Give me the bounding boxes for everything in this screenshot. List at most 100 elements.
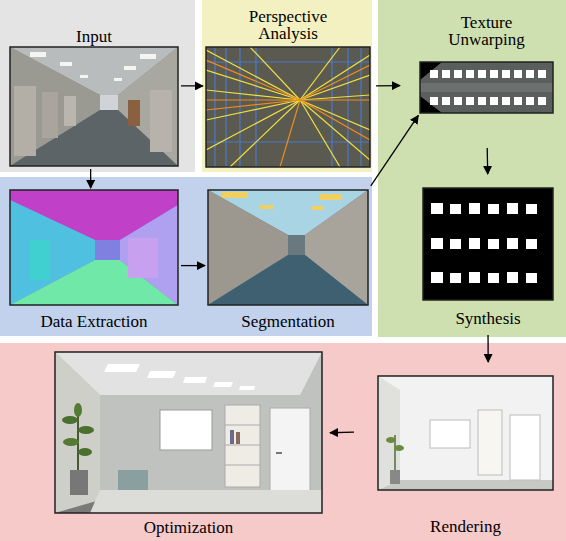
image-slot <box>423 188 553 300</box>
flow-arrow <box>371 115 419 185</box>
synthesis-mask-part <box>526 273 537 283</box>
perspective-lines-part-part <box>230 100 300 167</box>
synthesis-mask-part <box>526 239 537 249</box>
perspective-lines-part-part <box>300 75 370 100</box>
flow-arrow <box>487 335 488 362</box>
normal-map-part <box>10 190 178 305</box>
unwarped-texture-part <box>526 97 534 105</box>
unwarped-texture-part <box>490 97 498 105</box>
input-photo-part <box>124 66 136 70</box>
input-photo-part <box>80 75 88 78</box>
stage-label: Rendering <box>430 518 501 535</box>
rendered-room <box>378 376 553 490</box>
unwarped-texture-part <box>526 70 534 78</box>
optimized-room-part <box>225 445 260 446</box>
unwarped-texture-part <box>420 62 553 113</box>
stage-node: Data Extraction <box>10 190 178 330</box>
rendered-room-part <box>510 415 540 480</box>
perspective-lines-part-part <box>206 60 300 100</box>
perspective-lines-part-part <box>300 47 340 100</box>
synthesis-mask-part <box>488 204 499 214</box>
unwarped-texture-part <box>420 83 553 92</box>
unwarped-texture-part <box>514 97 522 105</box>
perspective-lines-part-part <box>225 47 226 167</box>
synthesis-mask-part <box>423 188 553 300</box>
flow-arrow <box>376 85 400 87</box>
synthesis-mask <box>423 188 553 300</box>
unwarped-texture-part <box>454 70 462 78</box>
perspective-lines-part-part <box>331 47 332 167</box>
unwarped-texture-part <box>420 62 442 80</box>
image-slot <box>208 190 368 305</box>
input-photo-part <box>42 92 58 138</box>
image-slot <box>10 190 178 305</box>
segmentation-photo <box>208 190 368 305</box>
perspective-lines-part-part <box>206 100 300 150</box>
optimized-room-part <box>78 448 92 456</box>
normal-map <box>10 190 178 305</box>
unwarped-texture-part <box>466 97 474 105</box>
flow-arrow <box>181 85 203 86</box>
optimized-room-part <box>270 408 310 500</box>
perspective-lines-part <box>206 47 370 167</box>
unwarped-texture-part <box>478 97 486 105</box>
synthesis-mask-part <box>526 204 537 214</box>
perspective-lines-part <box>206 47 370 167</box>
stage-panels-part <box>202 0 372 172</box>
unwarped-texture <box>420 62 553 113</box>
image-slot <box>206 47 370 167</box>
rendered-room-part <box>378 480 553 490</box>
stage-label: Perspective Analysis <box>233 8 343 42</box>
normal-map-part <box>10 190 178 305</box>
rendered-room-part <box>390 470 400 484</box>
perspective-lines-part-part <box>255 47 256 167</box>
perspective-lines-part-part <box>206 50 300 100</box>
optimized-room-part <box>213 382 233 387</box>
optimized-room-part <box>90 490 322 513</box>
optimized-room-part <box>70 470 88 495</box>
segmentation-photo-part <box>208 255 368 305</box>
optimized-room <box>55 352 322 513</box>
segmentation-photo-part <box>320 194 342 200</box>
image-slot <box>420 62 553 113</box>
perspective-lines-part-part <box>360 47 361 167</box>
rendered-room-part <box>394 445 404 451</box>
perspective-lines-part-part <box>300 65 370 100</box>
segmentation-photo-part <box>312 206 324 210</box>
perspective-lines-part-part <box>347 47 348 167</box>
optimized-room-part <box>55 352 100 513</box>
image-slot <box>55 352 322 513</box>
optimized-room-part <box>225 465 260 466</box>
input-photo-part <box>10 47 178 166</box>
stage-panels-part <box>0 343 566 541</box>
stage-panels-part <box>0 177 372 336</box>
stage-node: Perspective Analysis <box>206 8 370 167</box>
unwarped-texture-part <box>538 70 546 78</box>
perspective-lines-part-part <box>300 100 370 130</box>
input-photo-part <box>64 96 76 126</box>
flow-arrow <box>330 432 354 434</box>
synthesis-mask-part <box>423 188 553 300</box>
perspective-lines-part-part <box>206 99 370 100</box>
synthesis-mask-part <box>507 203 518 214</box>
perspective-lines-part-part <box>214 47 215 167</box>
segmentation-photo-part <box>208 190 368 305</box>
stage-label: Segmentation <box>241 313 334 330</box>
synthesis-mask-part <box>469 272 480 283</box>
synthesis-mask-part <box>431 238 443 249</box>
optimized-room-part <box>74 403 82 417</box>
perspective-lines-part-part <box>300 100 370 160</box>
flow-arrow <box>181 265 205 266</box>
synthesis-mask-part <box>450 239 461 249</box>
synthesis-mask-part <box>488 239 499 249</box>
perspective-lines-part-part <box>206 100 300 120</box>
input-photo-part <box>100 95 118 110</box>
rendered-room-part <box>430 420 470 448</box>
input-photo <box>10 47 178 166</box>
synthesis-mask-part <box>488 273 499 283</box>
stage-label: Input <box>76 28 112 45</box>
unwarped-texture-part <box>538 97 546 105</box>
